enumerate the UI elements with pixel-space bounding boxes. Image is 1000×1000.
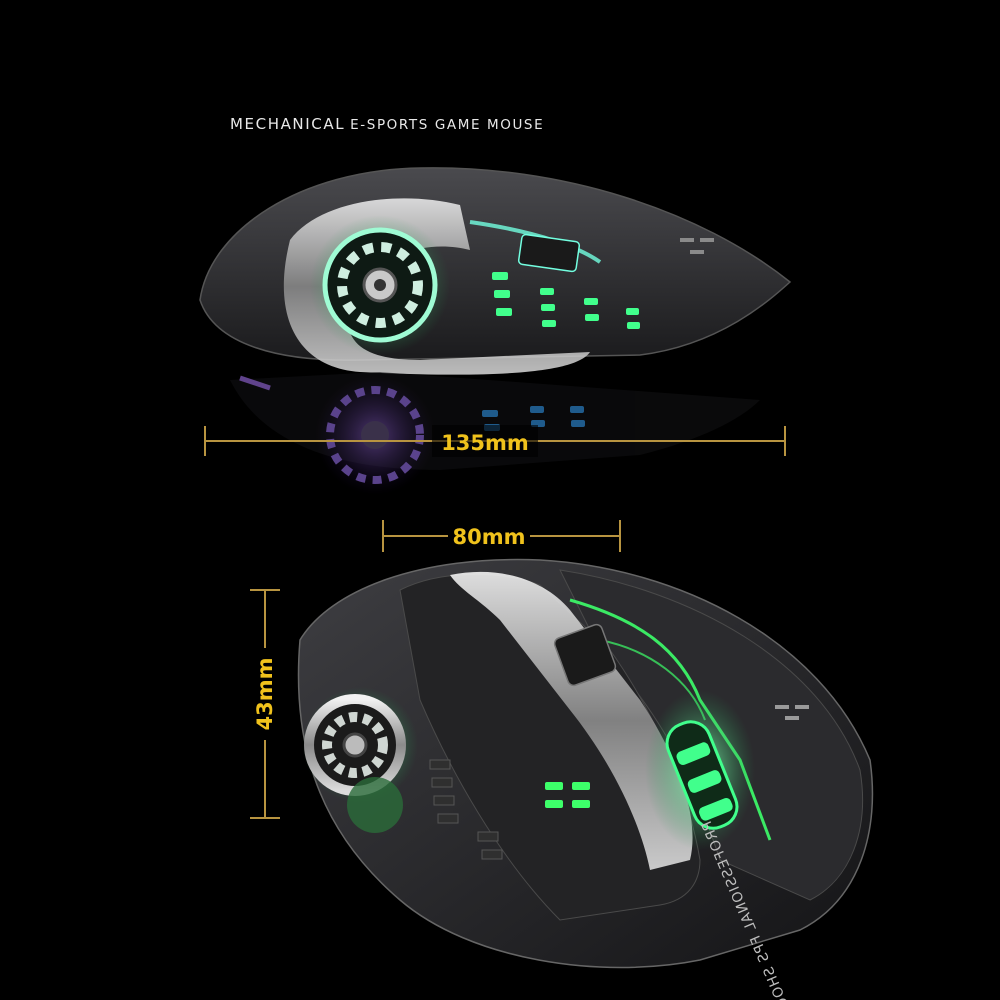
side-view-reflection [230,372,760,495]
length-dimension: 135mm [204,425,786,457]
cross-light-icon [545,782,590,808]
side-light-slits [492,272,640,329]
side-view-mouse [199,167,792,375]
width-dimension: 80mm [382,520,621,552]
height-label: 43mm [253,658,277,731]
headline-main: MECHANICAL [230,115,346,133]
top-scroll-wheel [665,720,739,830]
headline-sub: E-SPORTS GAME MOUSE [350,117,545,133]
height-dimension: 43mm [250,589,280,819]
length-label: 135mm [441,431,529,455]
width-label: 80mm [453,525,526,549]
top-side-wheel [304,694,406,796]
side-wheel [322,227,438,343]
top-view-mouse: PROFESSIONAL FPS SHOOTER [297,558,874,1000]
